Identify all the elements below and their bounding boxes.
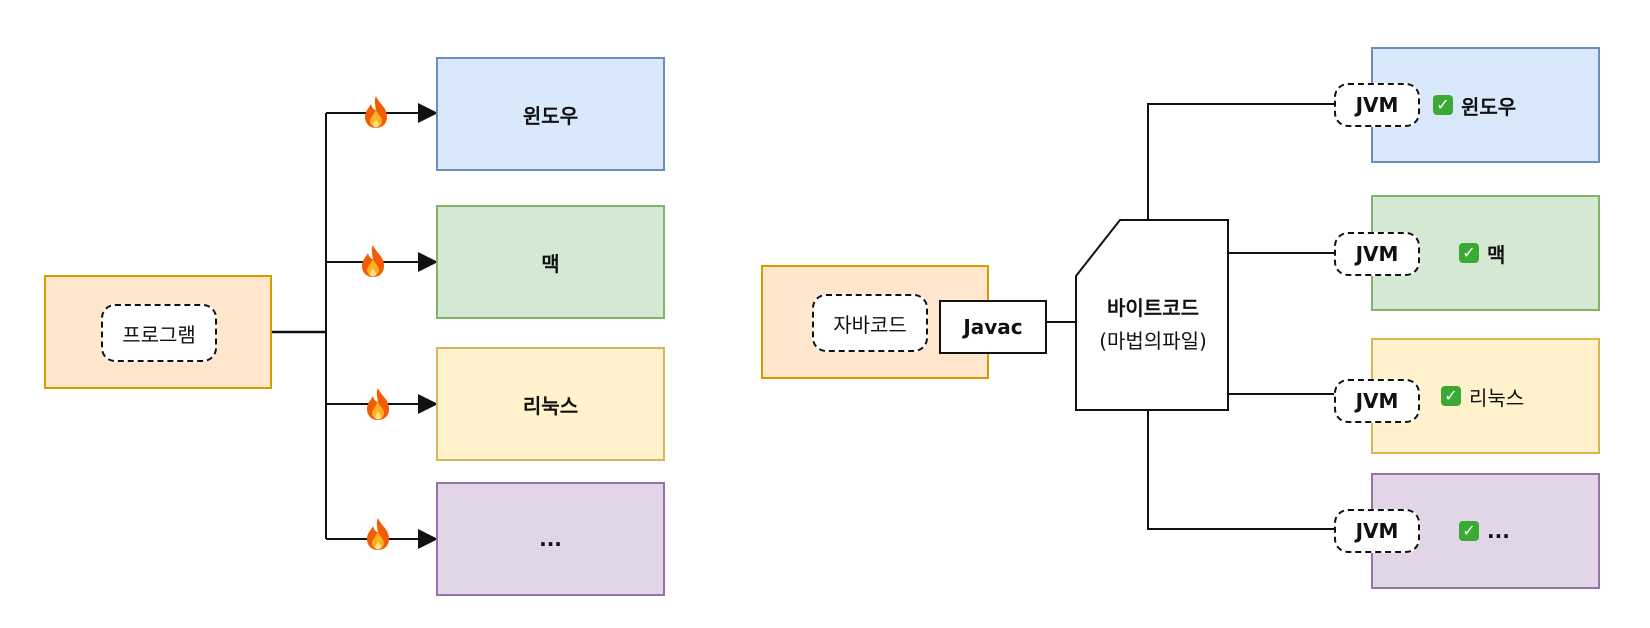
target-windows-label: 윈도우 [522, 103, 579, 128]
platform-linux-label: 리눅스 [1469, 385, 1525, 410]
bytecode-text: 바이트코드 (마법의파일) [1078, 280, 1228, 366]
jvm-label: JVM [1355, 242, 1399, 266]
program-label-box: 프로그램 [101, 304, 217, 362]
bytecode-document-shape [1075, 219, 1229, 411]
java-code-label-box: 자바코드 [812, 294, 928, 352]
jvm-box-linux: JVM [1334, 379, 1420, 423]
java-code-label: 자바코드 [833, 312, 907, 337]
platform-windows-label: 윈도우 [1461, 94, 1517, 119]
jvm-label: JVM [1355, 389, 1399, 413]
check-mark-icon: ✓ [1433, 95, 1453, 115]
target-mac-label: 맥 [541, 251, 560, 276]
bytecode-title: 바이트코드 [1107, 296, 1199, 320]
fire-icon [367, 518, 389, 550]
bytecode-subtitle: (마법의파일) [1099, 329, 1207, 353]
jvm-box-etc: JVM [1334, 509, 1420, 553]
program-label: 프로그램 [122, 322, 196, 347]
platform-etc-label: ... [1487, 519, 1510, 543]
check-mark-icon: ✓ [1459, 521, 1479, 541]
target-linux-box: 리눅스 [436, 347, 665, 461]
check-mark-icon: ✓ [1441, 386, 1461, 406]
fire-icon [367, 388, 389, 420]
jvm-box-windows: JVM [1334, 83, 1420, 127]
target-etc-label: ... [539, 527, 562, 551]
target-etc-box: ... [436, 482, 665, 596]
jvm-label: JVM [1355, 93, 1399, 117]
fire-icon [365, 96, 387, 128]
javac-label: Javac [963, 315, 1023, 339]
target-linux-label: 리눅스 [522, 393, 579, 418]
jvm-label: JVM [1355, 519, 1399, 543]
target-windows-box: 윈도우 [436, 57, 665, 171]
javac-box: Javac [939, 300, 1047, 354]
platform-mac-label: 맥 [1487, 242, 1506, 267]
check-mark-icon: ✓ [1459, 243, 1479, 263]
jvm-box-mac: JVM [1334, 232, 1420, 276]
bytecode-to-jvm-etc [1147, 410, 1334, 530]
fire-icon [362, 245, 384, 277]
bytecode-to-jvm-windows [1147, 103, 1334, 220]
target-mac-box: 맥 [436, 205, 665, 319]
